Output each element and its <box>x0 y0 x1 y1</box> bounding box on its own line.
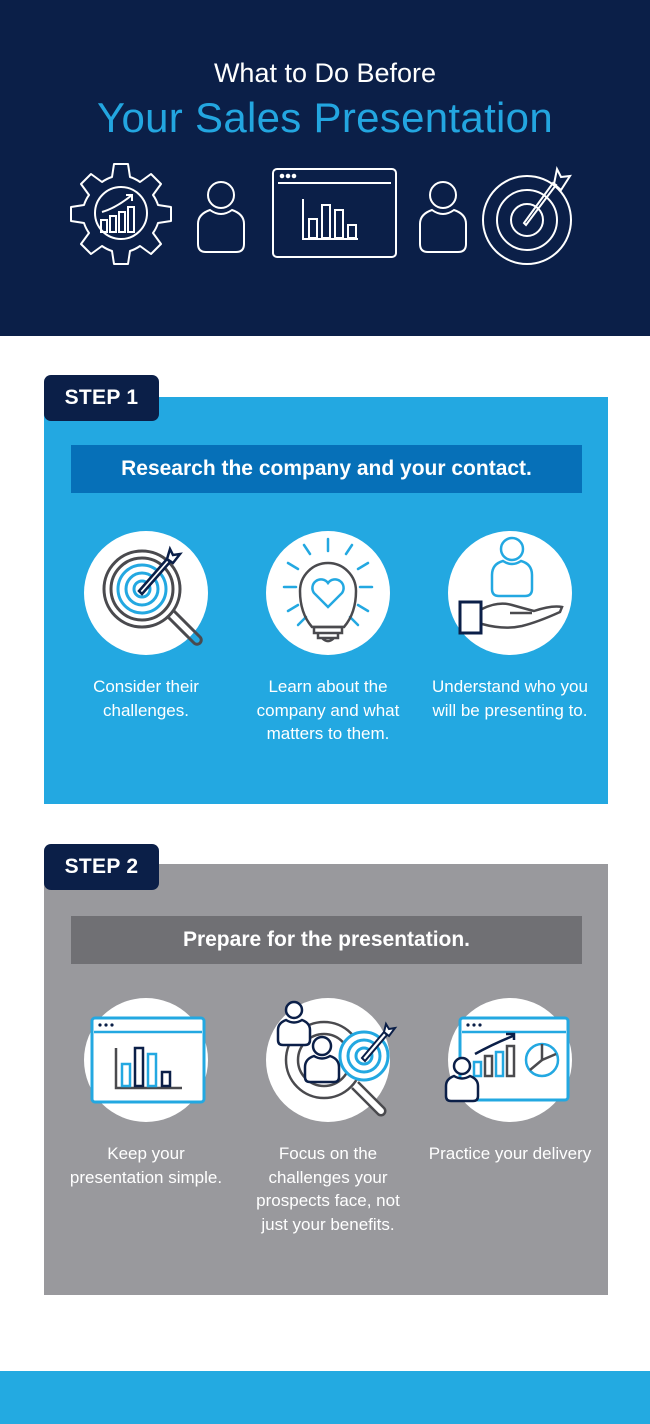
step-1-heading: Research the company and your contact. <box>71 445 582 493</box>
target-arrow-icon <box>482 165 572 265</box>
step-1-item-audience: Understand who you will be presenting to… <box>425 531 595 722</box>
step-1-item-1-caption: Consider their challenges. <box>93 677 199 720</box>
person-icon <box>197 181 245 253</box>
step-2-panel: Prepare for the presentation. Keep your … <box>44 864 608 1295</box>
step-2-item-1-caption: Keep your presentation simple. <box>69 1144 223 1187</box>
step-1-item-challenges: Consider their challenges. <box>61 531 231 722</box>
hero-icon-row <box>0 160 650 270</box>
step-2-item-practice: Practice your delivery <box>425 998 595 1166</box>
icon-circle <box>266 998 398 1122</box>
icon-circle <box>84 998 208 1122</box>
magnifier-target-icon <box>102 545 203 646</box>
hand-person-icon <box>458 536 564 635</box>
step-1-item-2-caption: Learn about the company and what matters… <box>256 677 400 743</box>
title-line-2: Your Sales Presentation <box>97 94 553 141</box>
step-2-item-3-caption: Practice your delivery <box>428 1144 592 1163</box>
title-line-1: What to Do Before <box>213 58 437 88</box>
step-2-item-simple: Keep your presentation simple. <box>61 998 231 1189</box>
gear-chart-icon <box>70 163 172 265</box>
step-1-badge: STEP 1 <box>44 375 159 421</box>
people-target-magnifier-icon <box>276 1000 398 1117</box>
step-2-item-2-caption: Focus on the challenges your prospects f… <box>256 1144 400 1234</box>
icon-circle <box>444 998 572 1122</box>
icon-circle <box>266 531 390 655</box>
step-2-heading: Prepare for the presentation. <box>71 916 582 964</box>
step-1-item-3-caption: Understand who you will be presenting to… <box>432 677 588 720</box>
icon-circle <box>448 531 572 655</box>
browser-bar-chart-icon <box>90 1016 206 1104</box>
step-1-panel: Research the company and your contact. C… <box>44 397 608 804</box>
header-banner: What to Do Before Your Sales Presentatio… <box>0 0 650 336</box>
footer-bar <box>0 1371 650 1424</box>
browser-bar-chart-icon <box>272 168 397 258</box>
step-2-item-focus: Focus on the challenges your prospects f… <box>243 998 413 1236</box>
presenter-chart-icon <box>444 1016 570 1103</box>
step-1-item-company: Learn about the company and what matters… <box>243 531 413 746</box>
person-icon <box>419 181 467 253</box>
lightbulb-heart-icon <box>282 537 374 643</box>
icon-circle <box>84 531 208 655</box>
step-2-badge: STEP 2 <box>44 844 159 890</box>
